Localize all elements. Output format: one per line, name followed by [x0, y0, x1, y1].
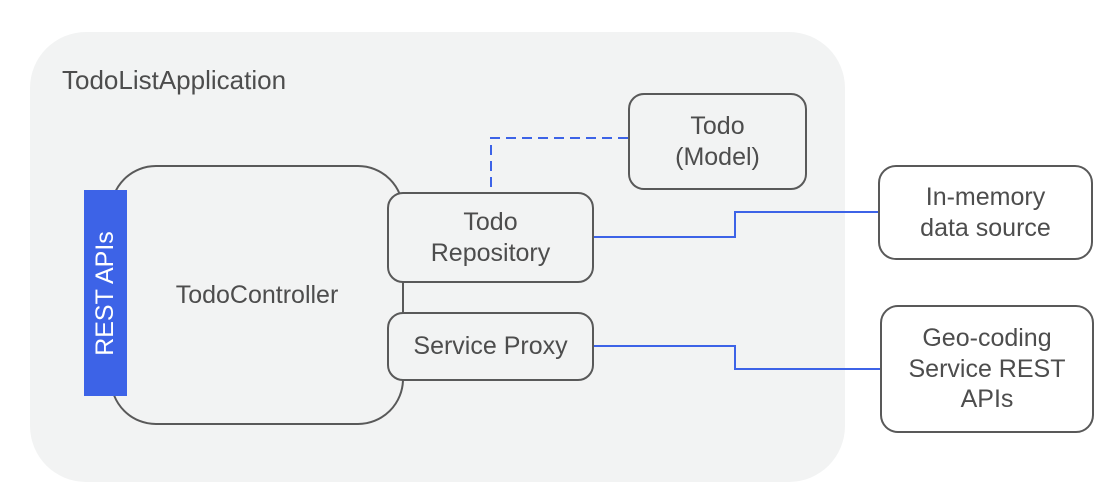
node-todocontroller: TodoController [110, 165, 404, 425]
rest-apis-badge: REST APIs [84, 190, 127, 396]
todo-repository-label: Todo Repository [430, 208, 551, 267]
todocontroller-label: TodoController [175, 280, 339, 309]
node-service-proxy: Service Proxy [387, 312, 594, 381]
service-proxy-label: Service Proxy [413, 332, 568, 361]
todo-model-label: Todo (Model) [675, 112, 760, 171]
geocoding-service-label: Geo-coding Service REST APIs [908, 324, 1066, 414]
node-geocoding-service: Geo-coding Service REST APIs [880, 305, 1094, 433]
inmemory-datasource-label: In-memory data source [920, 183, 1051, 242]
node-inmemory-datasource: In-memory data source [878, 165, 1093, 260]
node-todo-repository: Todo Repository [387, 192, 594, 283]
node-todo-model: Todo (Model) [628, 93, 807, 190]
rest-apis-label: REST APIs [91, 230, 119, 356]
container-title: TodoListApplication [62, 65, 287, 95]
